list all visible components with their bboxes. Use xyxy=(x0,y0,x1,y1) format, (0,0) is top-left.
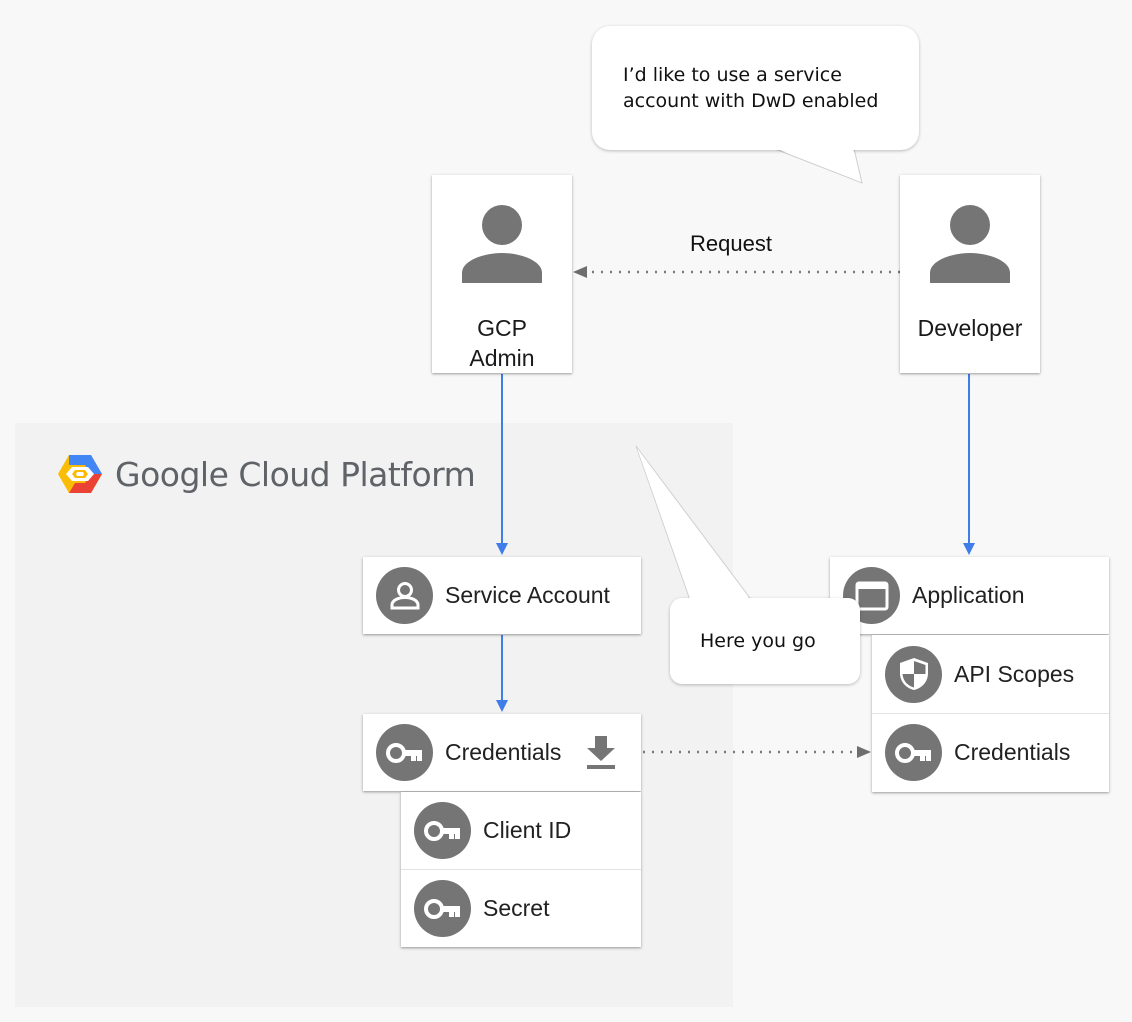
developer-speech-line1: I’d like to use a service xyxy=(623,64,842,86)
gcp-credentials-label: Credentials xyxy=(445,739,562,765)
key-icon xyxy=(414,880,471,937)
gcp-admin-label-line1: GCP xyxy=(477,315,527,341)
service-account-label: Service Account xyxy=(445,582,610,608)
gcp-logo-text: Google Cloud Platform xyxy=(115,454,476,494)
api-scopes-label: API Scopes xyxy=(954,660,1075,687)
admin-speech-text: Here you go xyxy=(700,630,816,652)
client-id-row: Client ID xyxy=(401,792,641,869)
gcp-credentials-card: Credentials xyxy=(363,714,641,791)
developer-speech-line2: account with DwD enabled xyxy=(623,90,879,112)
gcp-admin-card: GCP Admin xyxy=(432,175,572,373)
admin-speech-bubble: Here you go xyxy=(670,598,860,684)
service-account-card: Service Account xyxy=(363,557,641,634)
developer-label: Developer xyxy=(917,315,1023,341)
person-icon xyxy=(930,205,1010,283)
client-id-label: Client ID xyxy=(483,817,572,843)
secret-row: Secret xyxy=(401,869,641,947)
gcp-hexagon-icon xyxy=(58,455,102,493)
service-account-icon xyxy=(376,567,433,624)
app-credentials-label: Credentials xyxy=(954,739,1071,765)
api-scopes-row: API Scopes xyxy=(872,635,1109,713)
developer-card: Developer xyxy=(900,175,1040,373)
developer-speech-bubble: I’d like to use a service account with D… xyxy=(592,26,919,150)
request-label: Request xyxy=(690,231,772,256)
app-credentials-row: Credentials xyxy=(872,713,1109,791)
secret-label: Secret xyxy=(483,895,550,921)
key-icon xyxy=(885,724,942,781)
shield-icon xyxy=(885,645,942,703)
gcp-admin-label-line2: Admin xyxy=(469,345,535,371)
key-icon xyxy=(376,724,433,781)
person-icon xyxy=(462,205,542,283)
download-icon[interactable] xyxy=(585,734,617,770)
gcp-logo: Google Cloud Platform xyxy=(57,450,476,498)
key-icon xyxy=(414,802,471,859)
application-label: Application xyxy=(912,582,1025,608)
application-details: API Scopes Credentials xyxy=(872,635,1109,792)
gcp-credentials-details: Client ID Secret xyxy=(401,792,641,947)
